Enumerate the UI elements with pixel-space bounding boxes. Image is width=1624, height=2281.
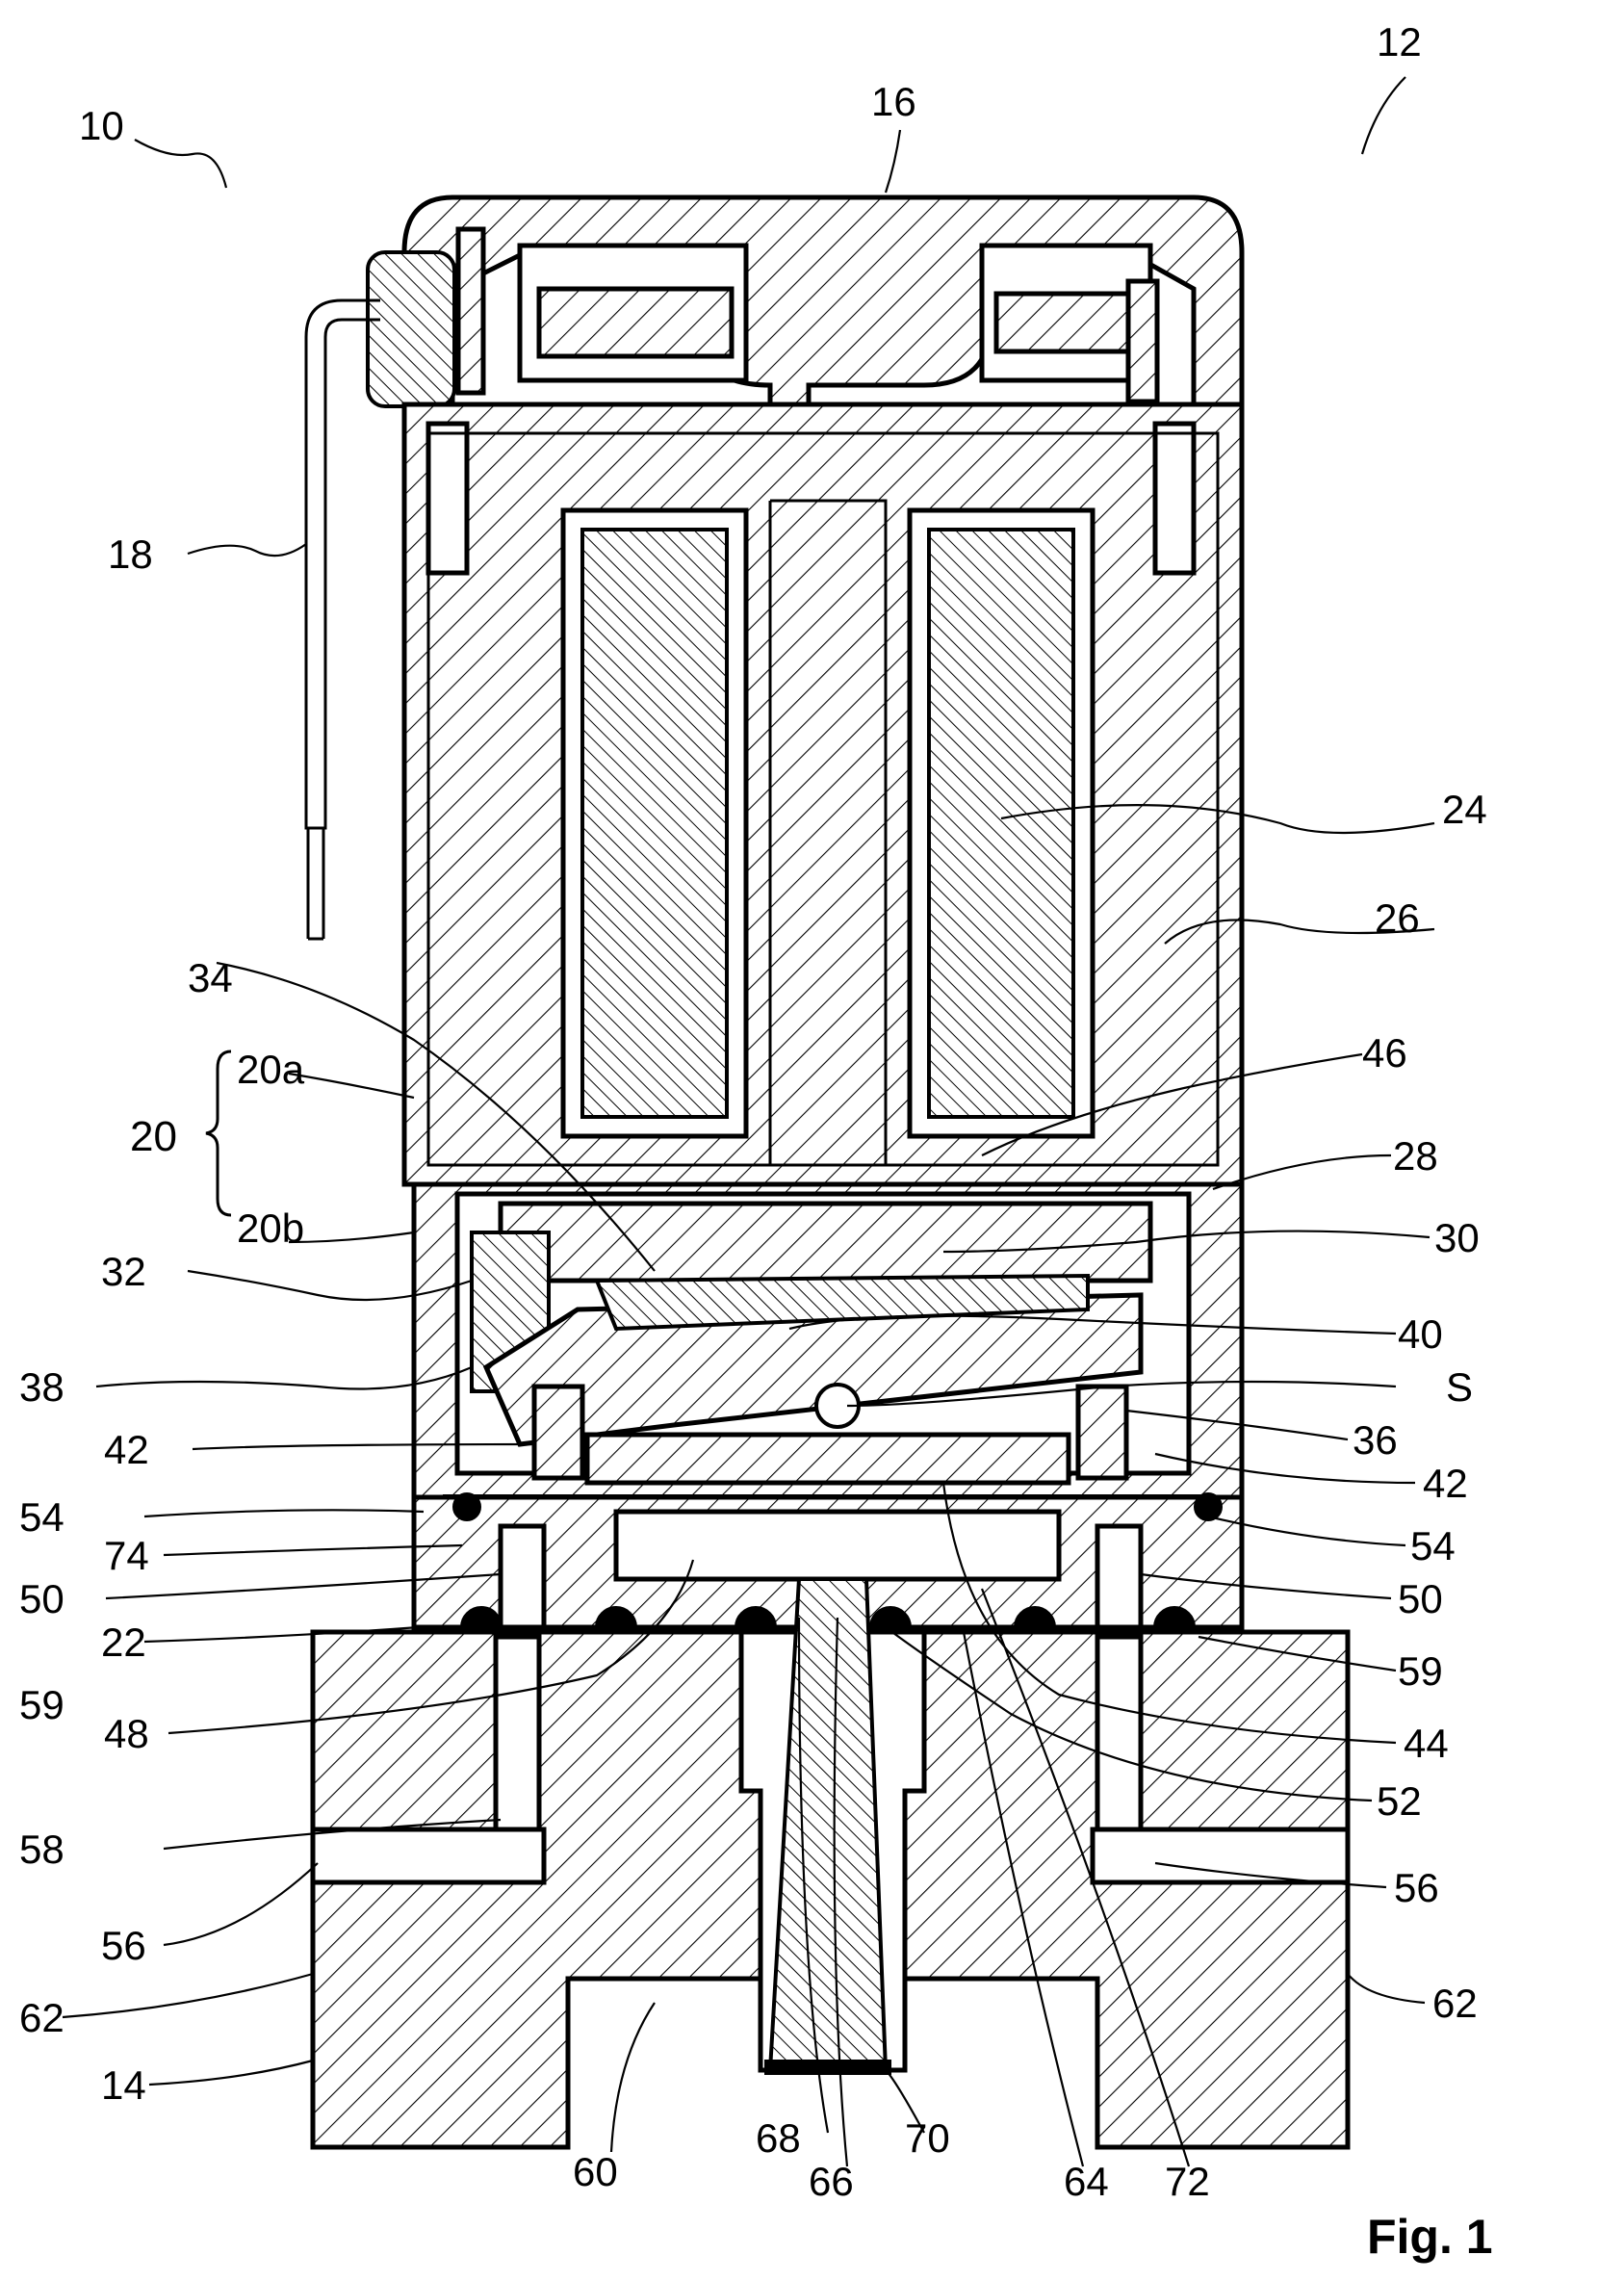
ref-10: 10 — [79, 103, 124, 148]
base-body — [313, 1579, 1348, 2147]
ref-28: 28 — [1393, 1133, 1438, 1179]
ref-20: 20 — [130, 1113, 177, 1160]
upper-housing — [404, 404, 1242, 1184]
figure-caption: Fig. 1 — [1367, 2210, 1493, 2264]
ref-56-right: 56 — [1394, 1865, 1439, 1910]
ref-42-right: 42 — [1423, 1461, 1468, 1506]
ref-20a: 20a — [237, 1047, 305, 1092]
ref-42-left: 42 — [104, 1427, 149, 1472]
bracket-20 — [206, 1051, 231, 1215]
ref-12: 12 — [1377, 19, 1422, 65]
ref-64: 64 — [1064, 2159, 1109, 2204]
ref-32: 32 — [101, 1249, 146, 1294]
ref-20b: 20b — [237, 1205, 304, 1251]
ref-60: 60 — [573, 2149, 618, 2194]
ref-S: S — [1446, 1364, 1473, 1410]
ref-50-right: 50 — [1398, 1576, 1443, 1621]
ref-62-left: 62 — [19, 1995, 64, 2040]
ref-34: 34 — [188, 955, 233, 1000]
ref-59-left: 59 — [19, 1682, 64, 1727]
ref-58: 58 — [19, 1827, 64, 1872]
ref-14: 14 — [101, 2062, 146, 2108]
ref-38: 38 — [19, 1364, 64, 1410]
ref-56-left: 56 — [101, 1923, 146, 1968]
ref-46: 46 — [1362, 1030, 1407, 1076]
lower-housing — [414, 1184, 1242, 1497]
ref-72: 72 — [1165, 2159, 1210, 2204]
ref-70: 70 — [905, 2115, 950, 2161]
ref-26: 26 — [1375, 895, 1420, 941]
ref-62-right: 62 — [1432, 1981, 1478, 2026]
ref-68: 68 — [756, 2115, 801, 2161]
ref-54-left: 54 — [19, 1494, 64, 1540]
ref-50-left: 50 — [19, 1576, 64, 1621]
ref-36: 36 — [1353, 1417, 1398, 1463]
ref-24: 24 — [1442, 787, 1487, 832]
ref-59-right: 59 — [1398, 1648, 1443, 1694]
ref-66: 66 — [809, 2159, 854, 2204]
ref-30: 30 — [1434, 1215, 1480, 1260]
ref-54-right: 54 — [1410, 1523, 1456, 1568]
ref-74: 74 — [104, 1533, 149, 1578]
ref-48: 48 — [104, 1711, 149, 1756]
ref-44: 44 — [1404, 1721, 1449, 1766]
ref-16: 16 — [871, 79, 916, 124]
ref-40: 40 — [1398, 1311, 1443, 1357]
ref-18: 18 — [108, 531, 153, 577]
ref-22: 22 — [101, 1620, 146, 1665]
ref-52: 52 — [1377, 1778, 1422, 1824]
